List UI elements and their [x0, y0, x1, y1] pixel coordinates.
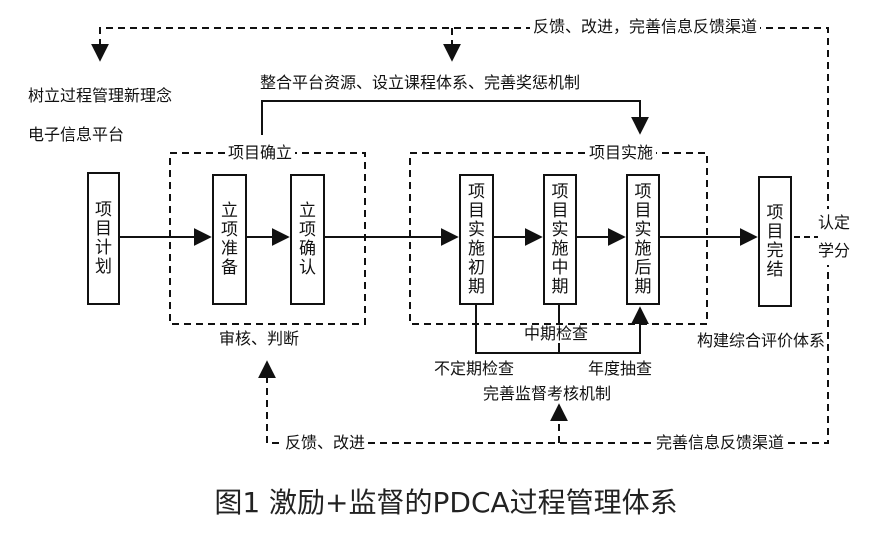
left-note-concept: 树立过程管理新理念 [28, 86, 173, 105]
box-project-confirm: 立项确认 [290, 174, 325, 305]
supervision-label: 完善监督考核机制 [483, 384, 612, 403]
midterm-check-label: 中期检查 [521, 325, 592, 343]
group-title-implement: 项目实施 [586, 144, 657, 162]
box-project-done: 项目完结 [758, 176, 792, 307]
box-implement-mid: 项目实施中期 [543, 174, 577, 305]
bottom-feedback-left-label: 反馈、改进 [282, 434, 369, 452]
box-implement-mid-label: 项目实施中期 [551, 181, 569, 297]
box-project-prep: 立项准备 [212, 174, 247, 305]
box-project-confirm-label: 立项确认 [299, 200, 316, 278]
box-implement-late-label: 项目实施后期 [634, 181, 652, 297]
box-project-plan-label: 项目计划 [95, 199, 112, 277]
review-label: 审核、判断 [219, 329, 300, 348]
box-project-prep-label: 立项准备 [221, 200, 238, 278]
irregular-check-label: 不定期检查 [434, 359, 515, 378]
annual-check-label: 年度抽查 [588, 359, 653, 378]
credit-label: 认定学分 [818, 209, 860, 265]
eval-system-label: 构建综合评价体系 [697, 331, 826, 350]
box-implement-early: 项目实施初期 [459, 174, 494, 305]
box-project-plan: 项目计划 [87, 172, 120, 305]
box-implement-early-label: 项目实施初期 [468, 181, 485, 297]
box-implement-late: 项目实施后期 [626, 174, 660, 305]
left-note-platform: 电子信息平台 [28, 125, 125, 144]
integrate-resources-label: 整合平台资源、设立课程体系、完善奖惩机制 [260, 73, 581, 92]
figure-caption: 图1 激励+监督的PDCA过程管理体系 [214, 486, 678, 519]
top-feedback-label: 反馈、改进，完善信息反馈渠道 [530, 18, 761, 36]
group-title-establish: 项目确立 [225, 144, 296, 162]
box-project-done-label: 项目完结 [766, 202, 784, 280]
bottom-feedback-right-label: 完善信息反馈渠道 [653, 434, 788, 452]
